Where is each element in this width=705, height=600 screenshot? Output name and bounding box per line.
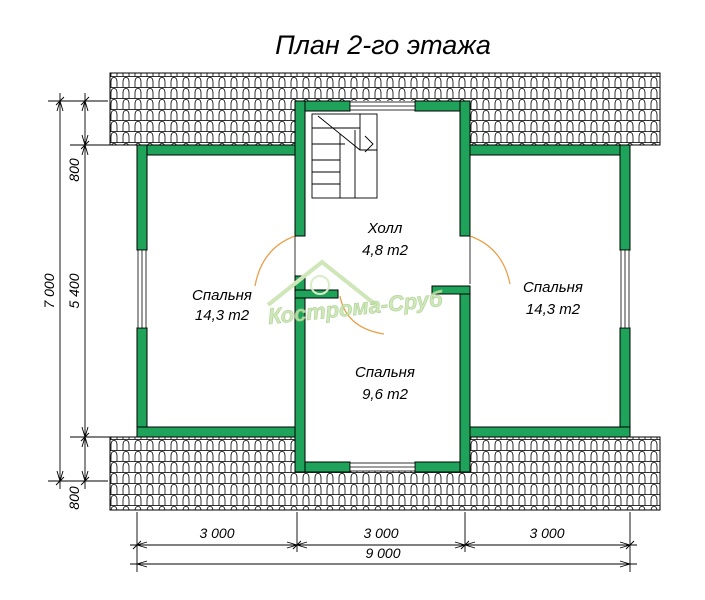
wall-left-top — [136, 144, 304, 156]
dim-bottom-section-1: 3 000 — [199, 525, 234, 541]
wall-right-outer-upper — [619, 144, 631, 251]
dimension-lines-left — [48, 93, 135, 489]
dim-bottom-section-2: 3 000 — [363, 525, 398, 541]
dim-left-top: 800 — [66, 158, 82, 182]
wall-left-outer-upper — [136, 144, 148, 251]
room-bedroom-right-area: 14,3 m2 — [526, 301, 581, 318]
room-bedroom-small-area: 9,6 m2 — [362, 386, 409, 403]
room-bedroom-left-area: 14,3 m2 — [195, 307, 250, 324]
interior-floor — [137, 101, 630, 471]
wall-right-top — [461, 144, 631, 156]
room-bedroom-left-name: Спальня — [192, 287, 252, 304]
walls — [136, 100, 631, 473]
room-bedroom-right-name: Спальня — [523, 279, 583, 296]
door-small-bedroom — [339, 295, 385, 335]
page-title: План 2-го этажа — [275, 30, 491, 60]
doors — [254, 235, 511, 335]
wall-center-right-upper — [459, 100, 471, 237]
wall-right-bottom — [461, 426, 631, 438]
dim-left-bottom: 800 — [66, 486, 82, 510]
room-hall-name: Холл — [367, 220, 403, 237]
room-bedroom-small-name: Спальня — [355, 364, 415, 381]
wall-center-left-lower — [294, 275, 306, 473]
watermark-house-icon — [266, 259, 378, 307]
wall-left-bottom — [136, 426, 304, 438]
dimension-lines-bottom — [130, 512, 637, 572]
room-labels: Холл 4,8 m2 Спальня 14,3 m2 Спальня 14,3… — [192, 220, 583, 403]
wall-left-outer-lower — [136, 327, 148, 438]
dim-left-middle: 5 400 — [66, 273, 82, 308]
door-left-bedroom — [254, 235, 296, 287]
room-hall-area: 4,8 m2 — [362, 242, 409, 259]
wall-right-outer-lower — [619, 327, 631, 438]
dim-bottom-section-3: 3 000 — [529, 525, 564, 541]
dim-bottom-total: 9 000 — [365, 545, 400, 561]
windows — [137, 101, 630, 472]
wall-partition-right — [431, 285, 471, 295]
door-right-bedroom — [469, 235, 511, 285]
staircase — [311, 113, 378, 199]
wall-center-left-upper — [294, 100, 306, 237]
dim-left-total: 7 000 — [41, 273, 57, 308]
wall-center-right-lower — [459, 285, 471, 473]
